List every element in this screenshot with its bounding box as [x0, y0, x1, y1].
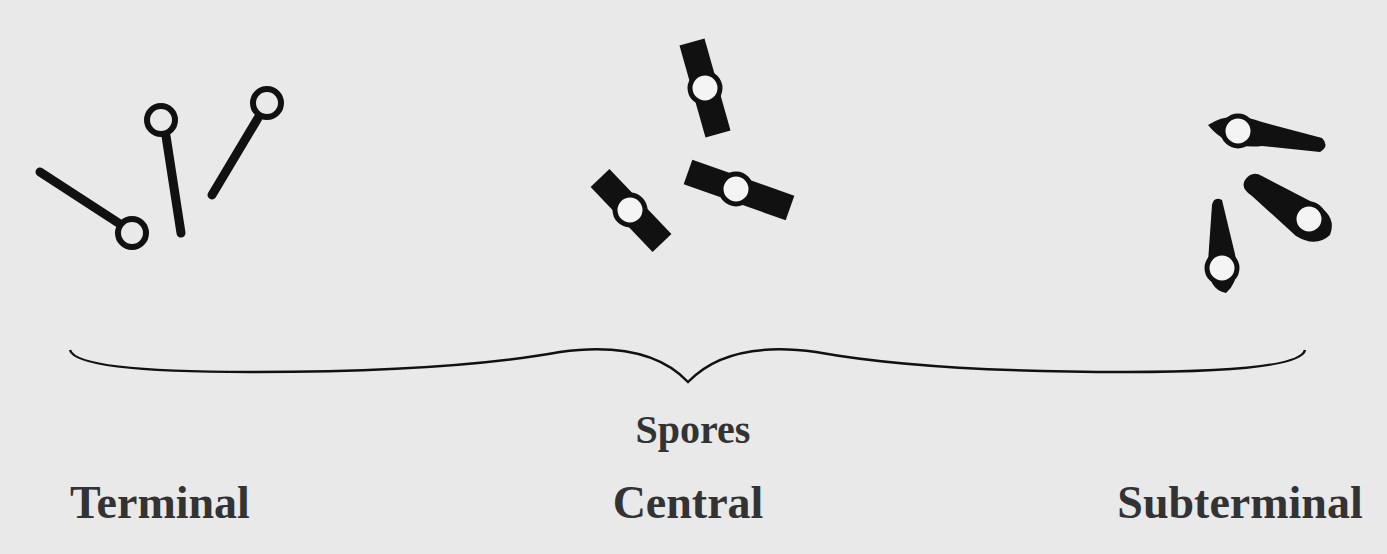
subterminal-spores: [1207, 116, 1332, 293]
central-spores: [600, 42, 790, 243]
spore-position-label: Central: [613, 478, 764, 529]
spore-position-label: Terminal: [70, 478, 250, 529]
group-label: Spores: [636, 408, 751, 452]
curly-brace: [70, 349, 1305, 382]
terminal-spores: [40, 89, 281, 247]
spore-position-label: Subterminal: [1117, 478, 1362, 529]
